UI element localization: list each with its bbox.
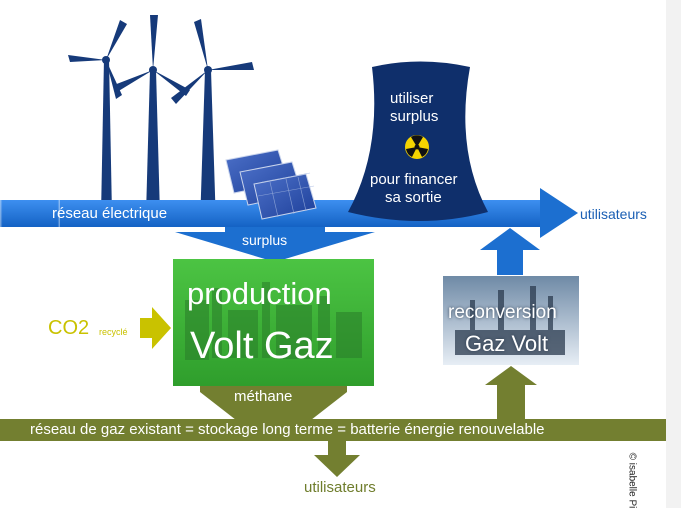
copyright-label: © isabelle Pi xyxy=(626,452,638,508)
methane-arrow xyxy=(200,386,347,420)
wind-turbine-icon xyxy=(68,20,127,215)
plant-label-2: surplus xyxy=(390,108,439,125)
solar-panel-icon xyxy=(225,149,317,220)
radiation-icon xyxy=(405,135,429,159)
co2-label: CO2 xyxy=(48,317,90,339)
gas-up-arrow xyxy=(485,366,537,419)
production-plant-silhouette xyxy=(185,282,362,360)
gas-network-band xyxy=(0,419,681,441)
reconversion-plant-silhouette xyxy=(455,286,565,355)
wind-turbine-icon xyxy=(114,15,190,215)
electric-grid-label: réseau électrique xyxy=(52,205,168,222)
production-title-1: production xyxy=(187,276,332,311)
gas-network-label: réseau de gaz existant = stockage long t… xyxy=(30,421,545,438)
methane-label: méthane xyxy=(234,388,293,405)
reconversion-up-arrow xyxy=(480,228,540,275)
plant-label-4: sa sortie xyxy=(385,189,442,206)
wind-turbines xyxy=(68,15,254,225)
production-title-2: Volt Gaz xyxy=(190,325,334,367)
electric-arrow-head xyxy=(540,188,578,238)
reconversion-title-2: Gaz Volt xyxy=(465,331,549,356)
co2-arrow xyxy=(140,307,171,349)
surplus-arrow xyxy=(175,227,375,262)
bottom-users-arrow xyxy=(314,441,360,477)
plant-label-1: utiliser xyxy=(390,90,434,107)
co2-sub-label: recyclé xyxy=(99,327,128,337)
wind-turbine-icon xyxy=(171,19,254,225)
surplus-label: surplus xyxy=(242,232,288,248)
users-top-label: utilisateurs xyxy=(580,206,647,222)
right-margin-strip xyxy=(666,0,681,508)
reconversion-title-1: reconversion xyxy=(448,302,557,323)
plant-label-3: pour financer xyxy=(370,171,458,188)
users-bottom-label: utilisateurs xyxy=(304,479,376,496)
